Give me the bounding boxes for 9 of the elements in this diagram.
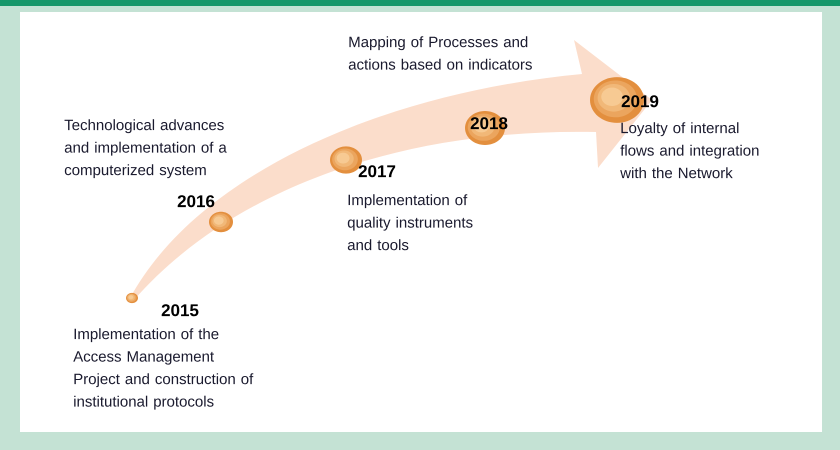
year-label: 2015 xyxy=(162,304,198,316)
year-label: 2016 xyxy=(178,195,214,208)
year-label: 2017 xyxy=(358,165,396,178)
milestone-text: Loyalty of internal flows and integration with the Network xyxy=(620,122,758,178)
year-label: 2018 xyxy=(470,117,508,130)
milestone-text: Technological advances and implementation of a computerized system xyxy=(64,119,227,178)
milestone-text: Implementation of the Access Management Project and construction of institutional protocols xyxy=(73,328,254,410)
milestone-text: Implementation of quality instruments and tools xyxy=(348,194,473,250)
milestone-text: Mapping of Processes and actions based on indicators xyxy=(348,36,532,70)
